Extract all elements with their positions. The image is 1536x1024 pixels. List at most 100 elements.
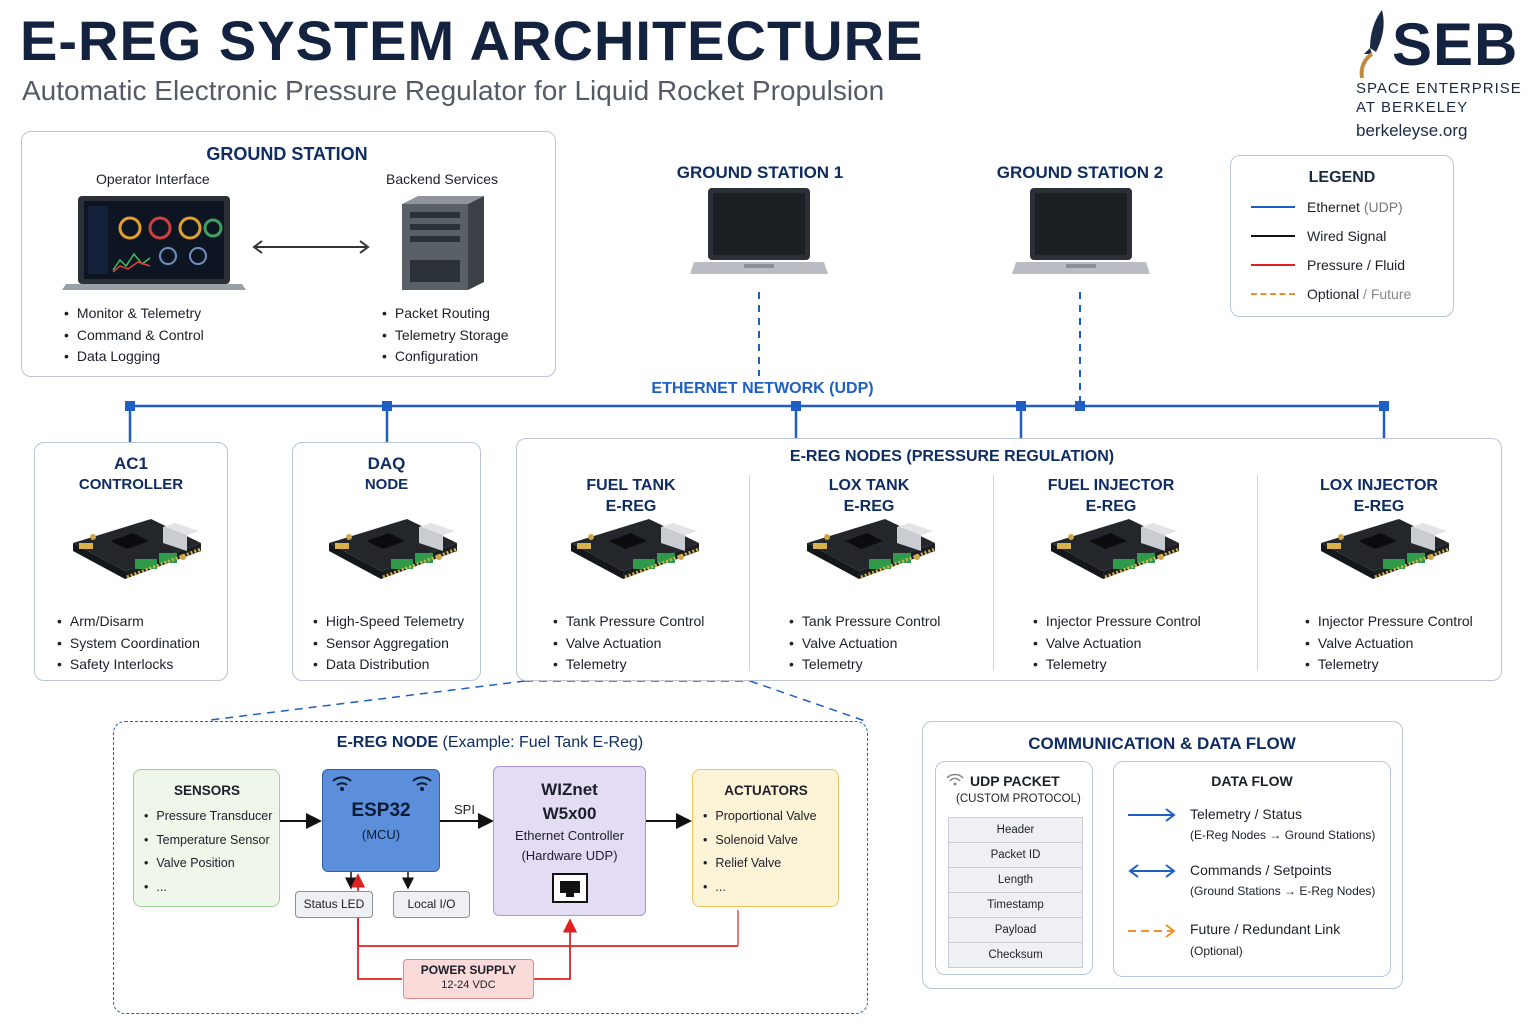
arrow-right-icon — [1128, 808, 1176, 822]
controller-board-icon — [73, 519, 202, 579]
legend-text: Optional — [1307, 286, 1360, 302]
ereg-board-icon — [807, 519, 936, 579]
node-title-line2: CONTROLLER — [78, 476, 184, 493]
arrow-bidirectional-icon — [1128, 864, 1176, 878]
ereg-node-title: FUEL INJECTOR E-REG — [1011, 475, 1211, 517]
legend-label-wired: Wired Signal — [1307, 228, 1386, 244]
detail-title: E-REG NODE (Example: Fuel Tank E-Reg) — [114, 734, 866, 752]
node-title-line1: LOX TANK — [828, 477, 910, 494]
list-item: Configuration — [382, 346, 509, 368]
node-title-line1: LOX INJECTOR — [1320, 477, 1438, 494]
feature-list: Arm/Disarm System Coordination Safety In… — [57, 611, 200, 676]
ground-station-panel: GROUND STATION Operator Interface Backen… — [21, 131, 556, 377]
legend-text: Ethernet — [1307, 199, 1360, 215]
legend-label-ethernet: Ethernet (UDP) — [1307, 199, 1403, 215]
list-item: Data Distribution — [313, 654, 464, 676]
list-item: Tank Pressure Control — [789, 611, 941, 633]
sensors-box: SENSORS Pressure Transducer Temperature … — [133, 769, 280, 907]
daq-board-icon — [329, 519, 458, 579]
list-item: Solenoid Valve — [703, 829, 817, 853]
list-item: Valve Actuation — [789, 633, 940, 655]
power-supply-box: POWER SUPPLY 12-24 VDC — [403, 959, 534, 999]
list-item: Telemetry — [1033, 654, 1201, 676]
ground-station-2-label: GROUND STATION 2 — [996, 163, 1164, 182]
detail-title-bold: E-REG NODE — [336, 734, 439, 751]
list-item: Relief Valve — [703, 852, 817, 876]
laptop-icon[interactable] — [688, 186, 830, 284]
org-line2: AT BERKELEY — [1356, 99, 1469, 116]
sensors-list: Pressure Transducer Temperature Sensor V… — [144, 805, 272, 899]
wifi-icon — [332, 776, 352, 791]
legend-label-pressure: Pressure / Fluid — [1307, 257, 1405, 273]
list-item: Telemetry Storage — [382, 325, 509, 347]
list-item: Injector Pressure Control — [1305, 611, 1473, 633]
node-title-line2: NODE — [364, 476, 409, 493]
node-title: AC1 CONTROLLER — [35, 453, 227, 495]
node-title-line1: FUEL INJECTOR — [1047, 477, 1175, 494]
list-item: ... — [703, 876, 817, 900]
org-url[interactable]: berkeleyse.org — [1356, 121, 1468, 140]
laptop-icon[interactable] — [1010, 186, 1152, 284]
legend-swatch-wired — [1251, 235, 1295, 237]
node-title-line2: E-REG — [843, 498, 895, 515]
sensors-title: SENSORS — [173, 783, 241, 798]
local-io-box: Local I/O — [393, 891, 470, 918]
detail-title-rest: (Example: Fuel Tank E-Reg) — [438, 734, 644, 751]
list-item: Monitor & Telemetry — [64, 303, 204, 325]
packet-field: Payload — [949, 918, 1082, 943]
ground-station-1-label: GROUND STATION 1 — [676, 163, 844, 182]
ground-station-title: GROUND STATION — [206, 144, 368, 164]
list-item: Valve Actuation — [553, 633, 704, 655]
ereg-board-icon — [1051, 519, 1180, 579]
node-title-line2: E-REG — [605, 498, 657, 515]
list-item: Valve Actuation — [1033, 633, 1201, 655]
daq-node-panel: DAQ NODE High-Speed Telemetry Sensor Agg… — [292, 442, 481, 681]
data-flow-title: DATA FLOW — [1211, 773, 1293, 789]
wiznet-ethernet-box: WIZnet W5x00 Ethernet Controller (Hardwa… — [493, 766, 646, 916]
packet-field: Header — [949, 818, 1082, 843]
node-title-line2: E-REG — [1085, 498, 1137, 515]
comm-panel: COMMUNICATION & DATA FLOW UDP PACKET (CU… — [922, 721, 1403, 989]
list-item: Telemetry — [789, 654, 940, 676]
list-item: Valve Actuation — [1305, 633, 1473, 655]
logo-text: SEB — [1392, 11, 1519, 78]
mcu-sub: (MCU) — [361, 827, 401, 842]
feature-list: Tank Pressure Control Valve Actuation Te… — [553, 611, 705, 676]
mcu-name: ESP32 — [351, 800, 411, 821]
power-line2: 12-24 VDC — [441, 979, 496, 991]
ereg-board-icon — [1321, 519, 1450, 579]
backend-label: Backend Services — [386, 171, 499, 187]
divider — [749, 475, 750, 671]
legend-suffix: (UDP) — [1359, 199, 1403, 215]
legend-text: Wired Signal — [1307, 228, 1387, 244]
ereg-nodes-panel: E-REG NODES (PRESSURE REGULATION) FUEL T… — [516, 438, 1502, 681]
ereg-detail-panel: E-REG NODE (Example: Fuel Tank E-Reg) — [113, 721, 868, 1014]
flow-sub: (E-Reg Nodes → Ground Stations) — [1190, 828, 1376, 842]
list-item: Packet Routing — [382, 303, 509, 325]
page-title: E-REG SYSTEM ARCHITECTURE — [20, 9, 924, 72]
packet-title: UDP PACKET — [970, 773, 1060, 789]
node-title-line2: E-REG — [1353, 498, 1405, 515]
packet-field: Packet ID — [949, 843, 1082, 868]
list-item: Proportional Valve — [703, 805, 816, 829]
node-title-line1: FUEL TANK — [586, 477, 676, 494]
list-item: ... — [144, 876, 272, 900]
divider — [993, 475, 994, 671]
list-item: Data Logging — [64, 346, 204, 368]
data-flow-box: DATA FLOW Telemetry / Status (E-Reg Node… — [1113, 761, 1391, 977]
list-item: Sensor Aggregation — [313, 633, 464, 655]
ereg-node-title: LOX TANK E-REG — [769, 475, 969, 517]
legend-swatch-optional — [1251, 293, 1295, 295]
backend-feature-list: Packet Routing Telemetry Storage Configu… — [382, 303, 509, 368]
packet-fields: Header Packet ID Length Timestamp Payloa… — [948, 817, 1083, 968]
network-label: ETHERNET NETWORK (UDP) — [650, 380, 875, 398]
packet-field: Timestamp — [949, 893, 1082, 918]
eth-line3: Ethernet Controller — [514, 828, 625, 843]
legend-text: Pressure / Fluid — [1307, 257, 1406, 273]
eth-line2: W5x00 — [542, 804, 597, 823]
legend-title: LEGEND — [1308, 169, 1376, 186]
list-item: Pressure Transducer — [144, 805, 272, 829]
legend-swatch-pressure — [1251, 264, 1295, 266]
node-title-line1: DAQ — [367, 454, 406, 473]
ereg-node-title: LOX INJECTOR E-REG — [1279, 475, 1479, 517]
